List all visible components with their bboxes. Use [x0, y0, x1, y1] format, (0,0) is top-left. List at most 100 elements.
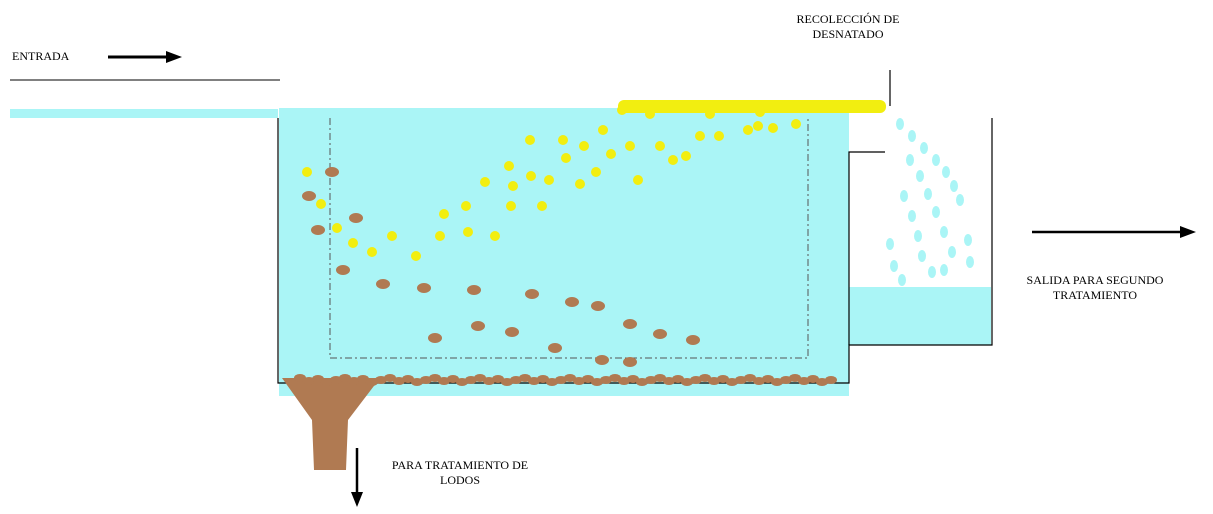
sludge-particle	[471, 321, 485, 331]
sludge-blanket-particle	[564, 374, 576, 382]
sludge-blanket-particle	[654, 374, 666, 382]
sludge-blanket-particle	[519, 374, 531, 382]
sludge-particle	[467, 285, 481, 295]
scum-particle	[791, 119, 801, 129]
sludge-particle	[686, 335, 700, 345]
effluent-droplet	[932, 154, 940, 166]
scum-particle	[439, 209, 449, 219]
effluent-droplet	[896, 118, 904, 130]
scum-particle	[753, 121, 763, 131]
sludge-particle	[311, 225, 325, 235]
scum-particle	[575, 179, 585, 189]
sludge-blanket-particle	[339, 374, 351, 382]
scum-particle	[332, 223, 342, 233]
scum-particle	[525, 135, 535, 145]
tank-water	[279, 108, 849, 396]
sludge-particle	[417, 283, 431, 293]
scum-particle	[461, 201, 471, 211]
sludge-label: PARA TRATAMIENTO DE LODOS	[360, 458, 560, 488]
sludge-blanket-particle	[582, 375, 594, 383]
sludge-arrow	[351, 448, 363, 507]
scum-particle	[367, 247, 377, 257]
sludge-particle	[428, 333, 442, 343]
effluent-droplet	[950, 180, 958, 192]
sludge-hopper	[282, 378, 380, 470]
effluent-droplet	[920, 142, 928, 154]
sludge-particle	[595, 355, 609, 365]
effluent-droplet	[908, 210, 916, 222]
sludge-blanket-particle	[357, 375, 369, 383]
scum-particle	[411, 251, 421, 261]
particle-group	[294, 105, 974, 386]
scum-particle	[606, 149, 616, 159]
effluent-droplet	[906, 154, 914, 166]
sludge-blanket-particle	[429, 374, 441, 382]
effluent-droplet	[928, 266, 936, 278]
sludge-blanket-particle	[294, 374, 306, 382]
scum-particle	[544, 175, 554, 185]
scum-particle	[348, 238, 358, 248]
sludge-blanket-particle	[672, 375, 684, 383]
sludge-particle	[349, 213, 363, 223]
sludge-particle	[591, 301, 605, 311]
scum-particle	[480, 177, 490, 187]
scum-particle	[591, 167, 601, 177]
scum-particle	[506, 201, 516, 211]
outlet-arrow	[1032, 226, 1196, 238]
scum-particle	[526, 171, 536, 181]
scum-particle	[302, 167, 312, 177]
scum-particle	[681, 151, 691, 161]
scum-particle	[463, 227, 473, 237]
effluent-droplet	[932, 206, 940, 218]
sludge-particle	[376, 279, 390, 289]
sludge-blanket-particle	[825, 376, 837, 384]
scum-particle	[435, 231, 445, 241]
scum-particle	[316, 199, 326, 209]
sludge-blanket-particle	[627, 375, 639, 383]
effluent-droplet	[956, 194, 964, 206]
scum-particle	[625, 141, 635, 151]
scum-particle	[705, 109, 715, 119]
sludge-blanket-particle	[744, 374, 756, 382]
sludge-particle	[623, 357, 637, 367]
inlet-label: ENTRADA	[12, 49, 70, 63]
sludge-particle	[302, 191, 316, 201]
scum-particle	[537, 201, 547, 211]
tank-outline	[277, 118, 993, 384]
skim-label: RECOLECCIÓN DE DESNATADO	[748, 12, 948, 42]
scum-particle	[387, 231, 397, 241]
effluent-droplet	[948, 246, 956, 258]
sludge-blanket-particle	[447, 375, 459, 383]
effluent-droplet	[940, 226, 948, 238]
sludge-particle	[525, 289, 539, 299]
sludge-particle	[565, 297, 579, 307]
sludge-blanket-particle	[807, 375, 819, 383]
scum-particle	[755, 107, 765, 117]
scum-particle	[598, 125, 608, 135]
effluent-droplet	[918, 250, 926, 262]
effluent-droplet	[924, 188, 932, 200]
scum-particle	[695, 131, 705, 141]
sludge-particle	[548, 343, 562, 353]
sludge-blanket-particle	[312, 375, 324, 383]
effluent-droplet	[964, 234, 972, 246]
scum-particle	[579, 141, 589, 151]
sludge-label-line2: LODOS	[439, 473, 480, 487]
skim-label-line2: DESNATADO	[812, 27, 884, 41]
scum-particle	[743, 125, 753, 135]
sludge-particle	[623, 319, 637, 329]
sludge-blanket-particle	[384, 374, 396, 382]
scum-particle	[633, 175, 643, 185]
scum-particle	[668, 155, 678, 165]
sludge-blanket-particle	[474, 374, 486, 382]
sludge-particle	[653, 329, 667, 339]
sludge-blanket-particle	[717, 375, 729, 383]
sludge-blanket-particle	[789, 374, 801, 382]
sludge-blanket-particle	[402, 375, 414, 383]
effluent-droplet	[940, 264, 948, 276]
sludge-label-line1: PARA TRATAMIENTO DE	[391, 458, 529, 472]
effluent-water	[849, 287, 991, 345]
sludge-particle	[336, 265, 350, 275]
